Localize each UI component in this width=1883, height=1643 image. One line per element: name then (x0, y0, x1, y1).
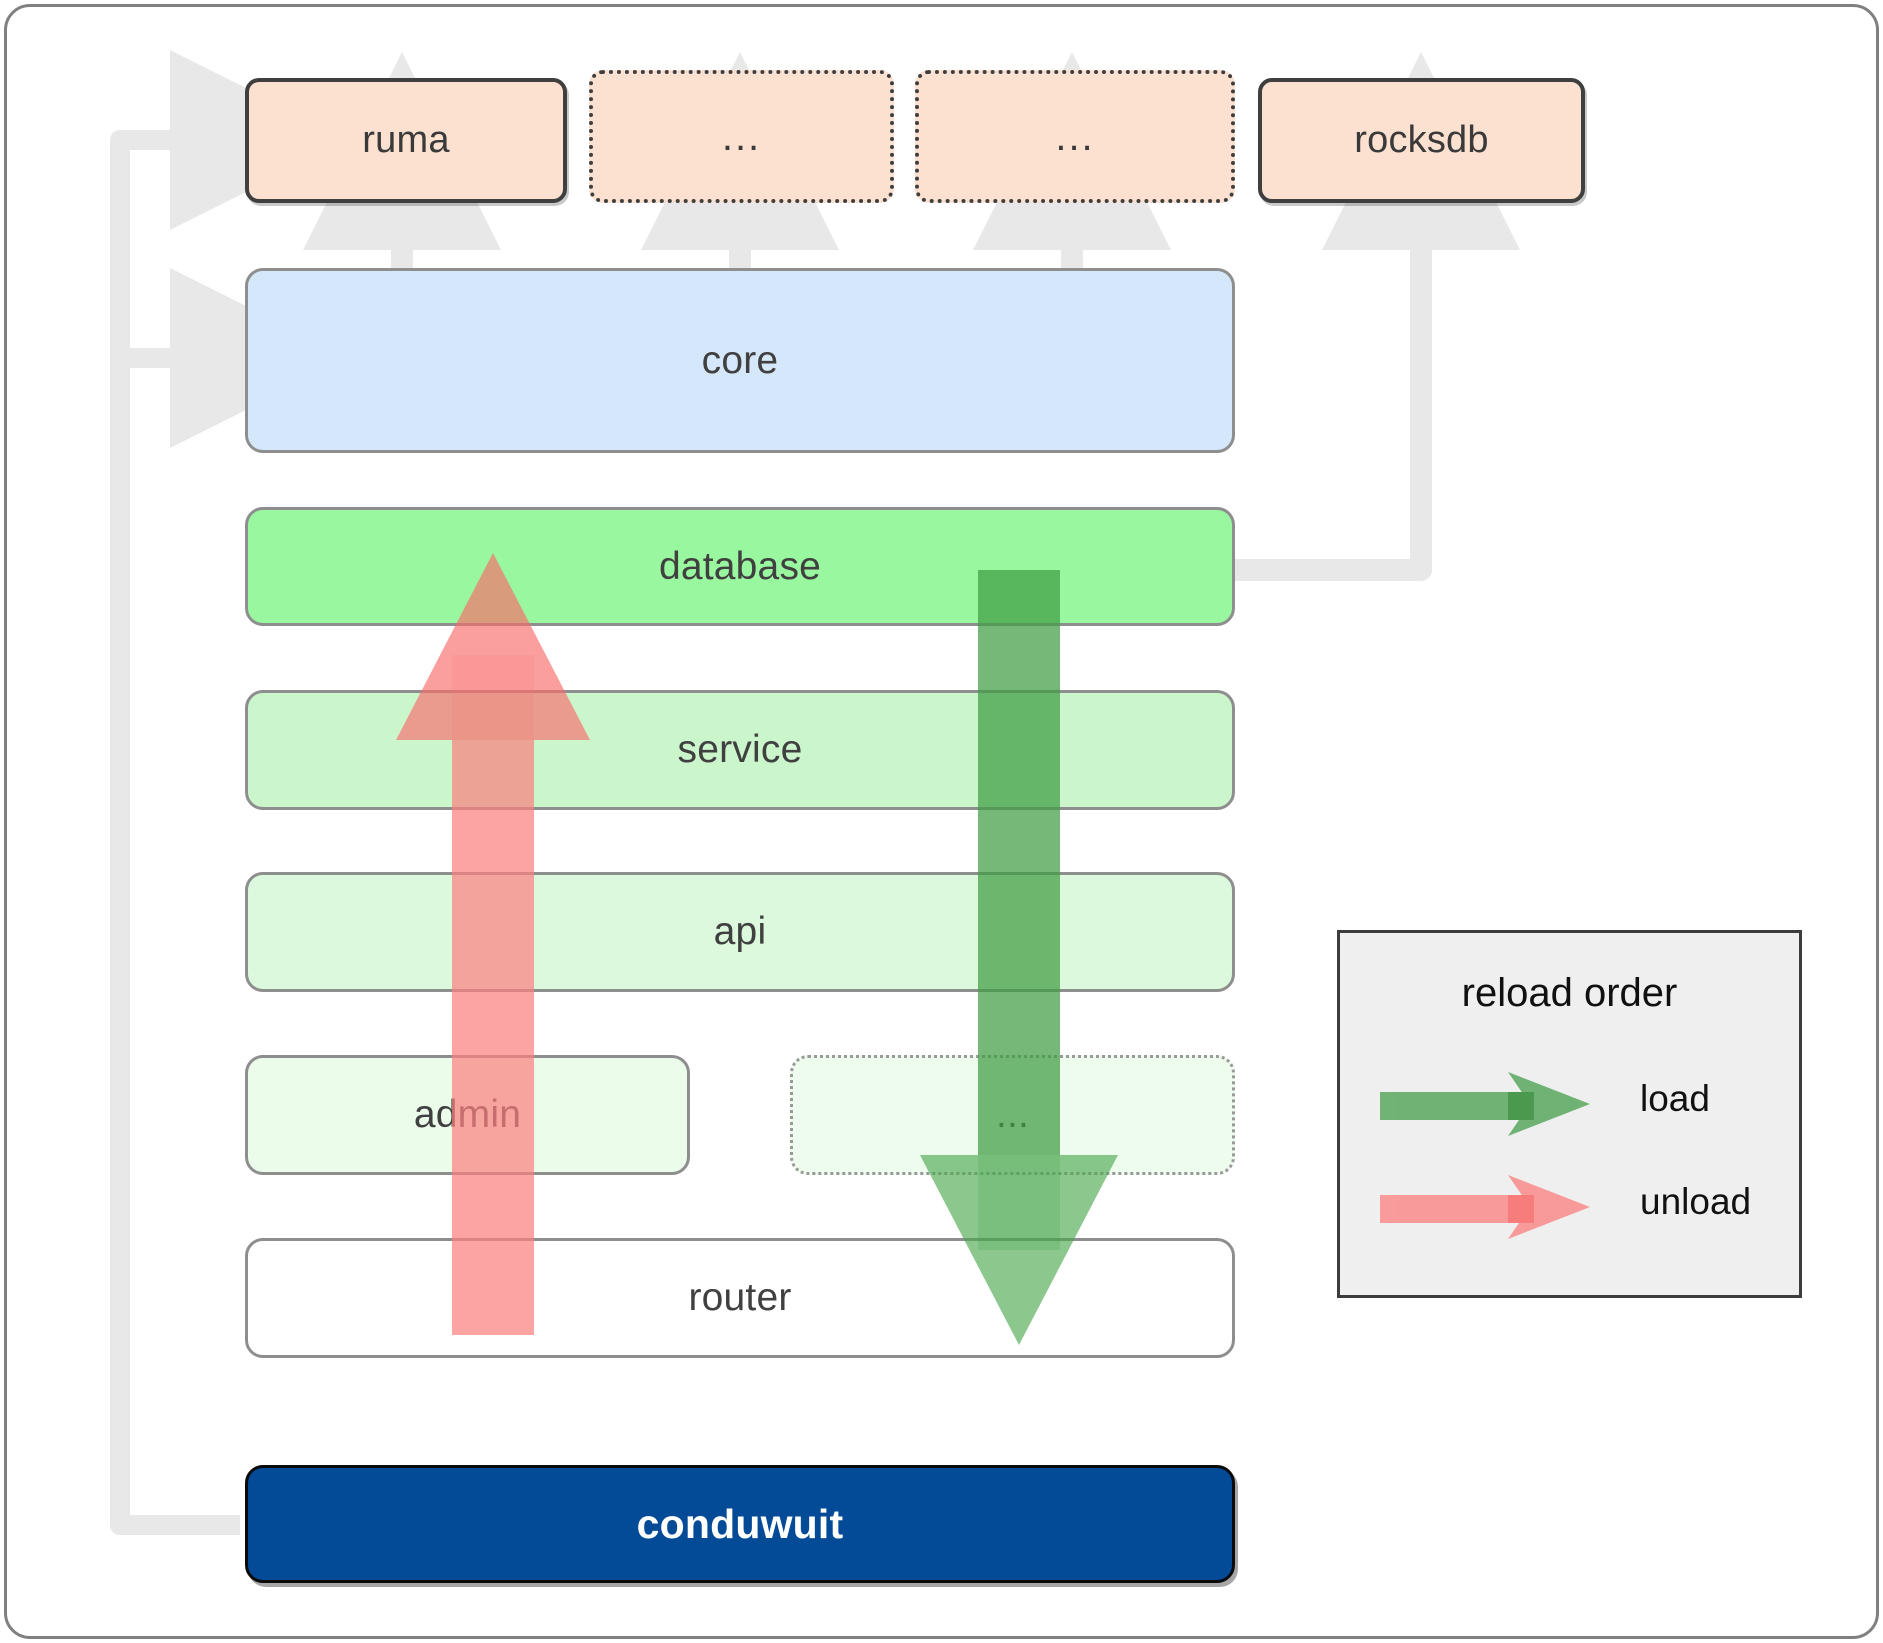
legend-row-unload: unload (1340, 1161, 1799, 1251)
legend-label-unload: unload (1640, 1181, 1752, 1222)
stack-label-database: database (658, 544, 822, 588)
load-arrow-icon (1380, 1072, 1590, 1136)
stack-box-core[interactable]: core (245, 268, 1235, 453)
legend-title: reload order (1461, 971, 1678, 1015)
binary-label-conduwuit: conduwuit (636, 1500, 844, 1547)
stack-label-core: core (701, 338, 779, 382)
stack-label-router: router (688, 1276, 792, 1319)
binary-box-conduwuit[interactable]: conduwuit (245, 1465, 1235, 1583)
crate-label-rocksdb: rocksdb (1354, 119, 1489, 161)
stack-label-admin: admin (413, 1093, 522, 1136)
crate-box-ruma[interactable]: ruma (245, 78, 567, 203)
crate-label-ruma: ruma (362, 119, 450, 161)
crate-label-ellipsis-1: ... (721, 114, 762, 159)
stack-box-admin[interactable]: admin (245, 1055, 690, 1175)
stack-label-api: api (713, 910, 767, 953)
stack-box-router[interactable]: router (245, 1238, 1235, 1358)
stack-label-service: service (677, 728, 803, 771)
legend-panel: reload order load unload (1337, 930, 1802, 1298)
crate-box-rocksdb[interactable]: rocksdb (1258, 78, 1585, 203)
unload-arrow-icon (1380, 1175, 1590, 1239)
stack-box-api[interactable]: api (245, 872, 1235, 992)
crate-box-ellipsis-2[interactable]: ... (915, 70, 1235, 203)
stack-box-database[interactable]: database (245, 507, 1235, 626)
crate-label-ellipsis-2: ... (1055, 114, 1095, 159)
legend-row-load: load (1340, 1058, 1799, 1148)
crate-box-ellipsis-1[interactable]: ... (589, 70, 894, 203)
diagram-frame (4, 4, 1879, 1639)
stack-label-ellipsis: ... (995, 1093, 1030, 1136)
stack-box-ellipsis[interactable]: ... (790, 1055, 1235, 1175)
legend-label-load: load (1640, 1078, 1710, 1119)
stack-box-service[interactable]: service (245, 690, 1235, 810)
